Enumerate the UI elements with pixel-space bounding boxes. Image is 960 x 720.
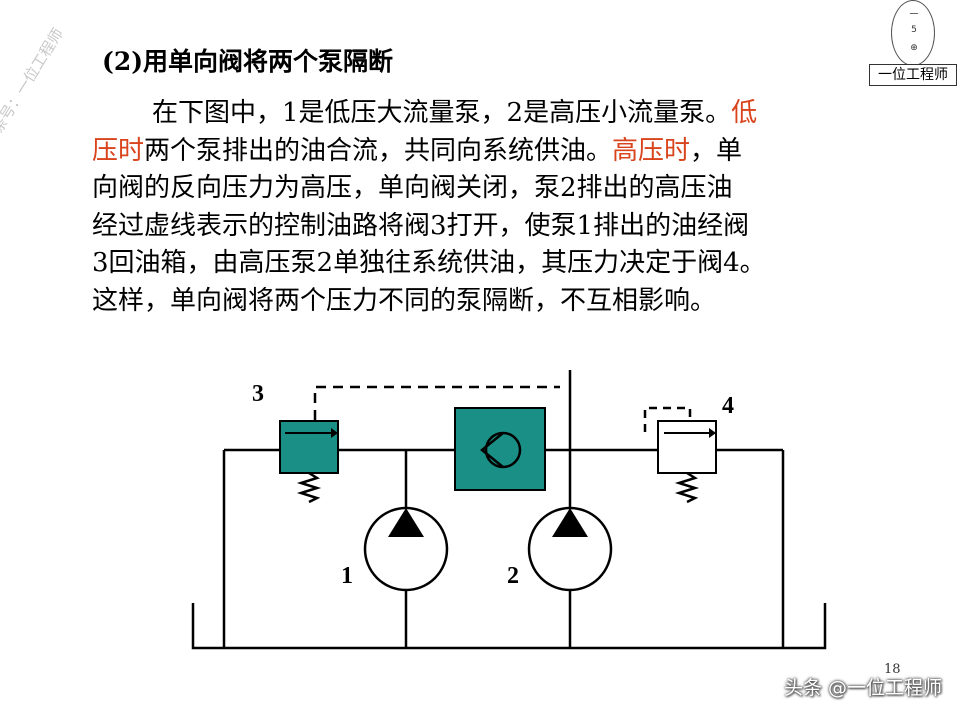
logo-glyph: 5 [911, 25, 917, 35]
logo-glyph: ⊕ [910, 43, 918, 53]
highlight-text: 压时 [92, 135, 145, 166]
check-valve [454, 407, 546, 491]
valve-4-spring [674, 471, 700, 504]
pump-2-triangle [552, 508, 588, 537]
highlight-text: 高压时 [612, 135, 691, 166]
label-pump-1: 1 [341, 563, 353, 589]
paragraph-text: ，单 [690, 135, 743, 166]
paragraph-line-6: 这样，单向阀将两个压力不同的泵隔断，不互相影响。 [92, 285, 717, 316]
paragraph-line-3: 向阀的反向压力为高压，单向阀关闭，泵2排出的高压油 [92, 173, 733, 203]
logo: 一 5 ⊕ 一位工程师 [869, 0, 957, 88]
hydraulic-lines [191, 370, 827, 650]
valve-4-body [657, 420, 717, 474]
valve-3-body [279, 420, 339, 474]
paragraph-line-1: 在下图中，1是低压大流量泵，2是高压小流量泵。低 [92, 95, 912, 133]
logo-glyph: 一 [909, 10, 919, 20]
page-number: 18 [884, 662, 901, 677]
valve-4-arrowhead [709, 428, 716, 438]
pump-2 [527, 506, 613, 592]
body-paragraph: 在下图中，1是低压大流量泵，2是高压小流量泵。低 压时两个泵排出的油合流，共同向… [92, 95, 912, 320]
slide-heading: (2)用单向阀将两个泵隔断 [102, 47, 394, 76]
pump-1-triangle [388, 508, 424, 537]
bottom-watermark: 头条 @一位工程师 [783, 677, 942, 699]
check-valve-body [454, 407, 546, 491]
control-line-dashed [313, 385, 560, 420]
paragraph-text: 两个泵排出的油合流，共同向系统供油。 [144, 135, 613, 166]
highlight-text: 低 [731, 98, 758, 128]
valve-3-arrowhead [331, 428, 338, 438]
label-valve-3: 3 [252, 381, 264, 407]
oil-tank [191, 603, 827, 650]
label-valve-4: 4 [722, 393, 734, 419]
valve-3 [279, 420, 339, 504]
paragraph-line-4: 经过虚线表示的控制油路将阀3打开，使泵1排出的油经阀 [92, 210, 750, 241]
label-pump-2: 2 [507, 563, 519, 589]
logo-text: 一位工程师 [869, 64, 957, 86]
valve-4 [657, 420, 717, 504]
pilot-line-dashed [643, 406, 692, 432]
paragraph-line-2: 压时两个泵排出的油合流，共同向系统供油。高压时，单 [92, 133, 912, 171]
pump-1 [363, 506, 449, 592]
paragraph-text: 在下图中，1是低压大流量泵，2是高压小流量泵。 [152, 98, 732, 128]
paragraph-line-5: 3回油箱，由高压泵2单独往系统供油，其压力决定于阀4。 [92, 248, 766, 278]
valve-3-spring [296, 471, 322, 504]
check-valve-seat [480, 432, 504, 468]
